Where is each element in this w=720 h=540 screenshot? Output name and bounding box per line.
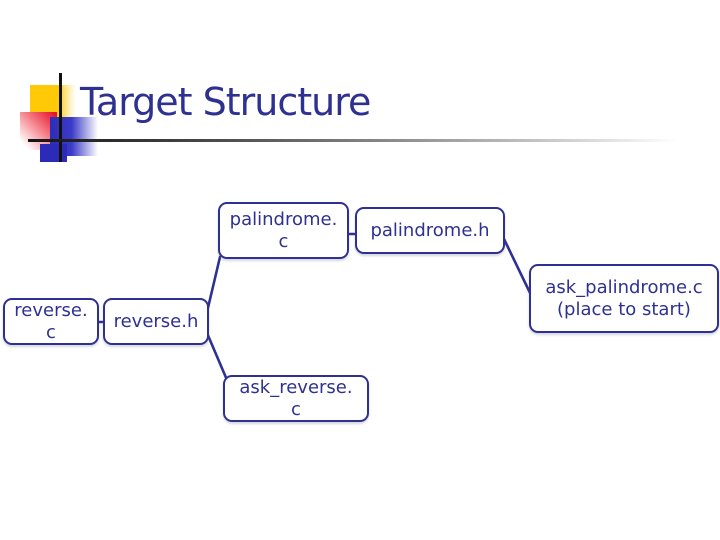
edge-palindrome-h-to-ask-palindrome-c: [502, 237, 534, 299]
node-palindrome-h-label: palindrome.h: [370, 219, 490, 241]
node-ask-reverse-c: ask_reverse. c: [223, 375, 369, 422]
node-reverse-c: reverse. c: [3, 298, 99, 345]
node-ask-palindrome-c-label: ask_palindrome.c (place to start): [545, 277, 703, 320]
edge-palindrome-c-to-reverse-h: [205, 255, 222, 314]
title-vertical-rule: [59, 73, 62, 162]
node-ask-palindrome-c: ask_palindrome.c (place to start): [529, 264, 719, 333]
slide-title: Target Structure: [80, 80, 371, 124]
node-reverse-c-label: reverse. c: [14, 300, 88, 343]
node-reverse-h-label: reverse.h: [113, 310, 199, 332]
node-reverse-h: reverse.h: [103, 298, 209, 345]
node-palindrome-c: palindrome. c: [218, 202, 349, 259]
node-palindrome-h: palindrome.h: [355, 207, 505, 254]
title-horizontal-rule: [28, 139, 678, 142]
node-palindrome-c-label: palindrome. c: [229, 209, 338, 252]
node-ask-reverse-c-label: ask_reverse. c: [239, 377, 353, 420]
edge-reverse-h-to-ask-reverse-c: [205, 331, 229, 382]
